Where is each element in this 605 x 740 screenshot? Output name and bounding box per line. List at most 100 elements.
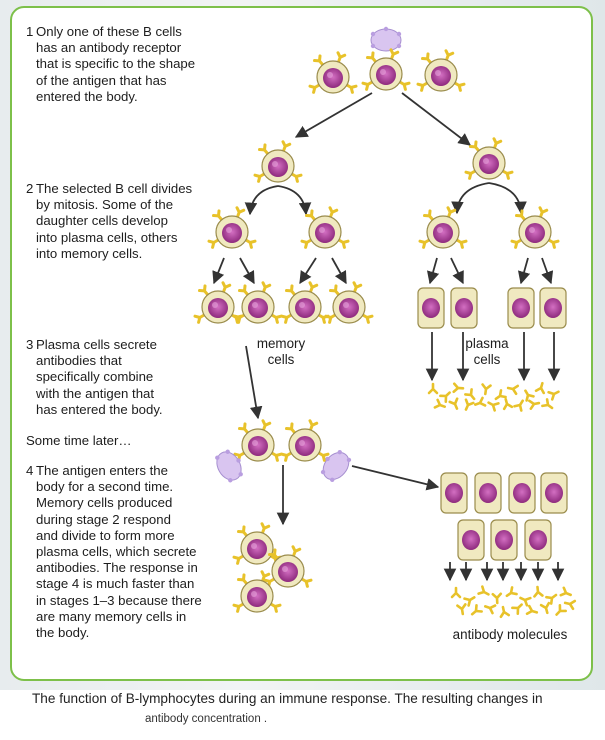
arrow bbox=[245, 345, 263, 420]
memory-cell bbox=[233, 281, 283, 324]
antibody-molecule-icon bbox=[439, 391, 451, 403]
antibody-molecule-icon bbox=[448, 397, 459, 410]
antibody-molecule-icon bbox=[541, 398, 554, 410]
arrow bbox=[517, 257, 531, 285]
step-3-text: 3 Plasma cells secrete antibodies that s… bbox=[26, 337, 226, 418]
antibody-molecule-icon bbox=[464, 398, 475, 411]
antibody-molecule-icon bbox=[511, 603, 523, 615]
b-cell bbox=[416, 49, 466, 92]
antibody-molecule-icon bbox=[534, 381, 546, 395]
antibody-molecule-icon bbox=[487, 401, 500, 412]
arrow bbox=[239, 257, 255, 285]
antibody-molecule-icon bbox=[513, 399, 524, 412]
antibody-molecule-icon bbox=[555, 604, 567, 616]
antigen-icon bbox=[370, 26, 402, 52]
step-4-text: 4 The antigen enters the body for a seco… bbox=[26, 463, 226, 641]
arrow bbox=[401, 92, 472, 146]
antibodies-layer bbox=[427, 381, 577, 619]
antibody-molecule-icon bbox=[470, 604, 483, 616]
memory-cell bbox=[280, 419, 330, 462]
b-cell bbox=[300, 206, 350, 249]
antibody-molecule-icon bbox=[547, 390, 560, 401]
plasma-cell bbox=[440, 472, 468, 514]
plasma-cell bbox=[540, 472, 568, 514]
arrow bbox=[294, 92, 373, 138]
figure-caption-continued: antibody concentration . bbox=[145, 713, 268, 725]
antibody-molecule-icon bbox=[473, 396, 487, 407]
b-cell bbox=[253, 140, 303, 183]
arrow bbox=[450, 257, 464, 285]
b-cell bbox=[510, 206, 560, 249]
antibody-molecule-icon bbox=[563, 599, 577, 611]
step-number: 4 bbox=[26, 463, 34, 478]
arrow bbox=[244, 185, 279, 216]
plasma-cell bbox=[508, 472, 536, 514]
step-number: 1 bbox=[26, 24, 34, 39]
figure-caption: The function of B-lymphocytes during an … bbox=[32, 691, 543, 706]
antibody-molecule-icon bbox=[481, 383, 492, 396]
arrow bbox=[351, 465, 440, 491]
antibody-molecule-icon bbox=[545, 593, 558, 605]
b-cell bbox=[464, 137, 514, 180]
step-description: Plasma cells secrete antibodies that spe… bbox=[36, 337, 163, 417]
antibody-molecule-icon bbox=[519, 596, 532, 607]
antibody-molecule-icon bbox=[502, 397, 514, 411]
step-2-text: 2 The selected B cell divides by mitosis… bbox=[26, 181, 226, 262]
antibody-molecule-icon bbox=[528, 399, 541, 410]
step-description: Only one of these B cells has an antibod… bbox=[36, 24, 196, 104]
step-1-text: 1 Only one of these B cells has an antib… bbox=[26, 24, 226, 105]
memory-cell bbox=[232, 570, 282, 613]
antibody-molecule-icon bbox=[491, 592, 503, 605]
step-number: 3 bbox=[26, 337, 34, 352]
plasma-cell bbox=[539, 287, 567, 329]
plasma-cells-label: plasma cells bbox=[465, 336, 509, 367]
memory-cells-label: memory cells bbox=[256, 336, 306, 367]
some-time-later-text: Some time later… bbox=[26, 433, 132, 448]
antibody-molecule-icon bbox=[525, 604, 539, 616]
b-cell bbox=[418, 206, 468, 249]
arrow bbox=[277, 185, 312, 216]
antibody-molecule-icon bbox=[456, 603, 467, 616]
memory-cell bbox=[232, 522, 282, 565]
antibody-molecule-icon bbox=[559, 586, 572, 597]
antibody-molecule-icon bbox=[539, 601, 551, 615]
antibody-molecules-label: antibody molecules bbox=[452, 627, 568, 642]
antibody-molecule-icon bbox=[477, 585, 490, 596]
step-number: 2 bbox=[26, 181, 34, 196]
cells-layer bbox=[193, 26, 568, 613]
memory-cell bbox=[263, 545, 313, 588]
antigen-icon bbox=[320, 449, 352, 483]
step-description: The antigen enters the body for a second… bbox=[36, 463, 202, 641]
antibody-molecule-icon bbox=[464, 388, 476, 401]
memory-cell bbox=[324, 281, 374, 324]
plasma-cell bbox=[474, 472, 502, 514]
step-description: The selected B cell divides by mitosis. … bbox=[36, 181, 193, 261]
antibody-molecule-icon bbox=[524, 389, 535, 402]
antigen-icon bbox=[215, 449, 243, 483]
antibody-molecule-icon bbox=[499, 605, 511, 619]
memory-cell bbox=[193, 281, 243, 324]
arrow bbox=[331, 257, 347, 285]
antibody-molecule-icon bbox=[463, 596, 476, 607]
plasma-cell bbox=[450, 287, 478, 329]
antibody-molecule-icon bbox=[494, 389, 507, 401]
plasma-cell bbox=[490, 519, 518, 561]
arrow bbox=[451, 182, 490, 215]
arrow bbox=[426, 257, 440, 285]
immune-response-diagram bbox=[193, 26, 577, 619]
b-cell bbox=[308, 51, 358, 94]
arrow bbox=[541, 257, 554, 285]
plasma-cell bbox=[457, 519, 485, 561]
arrow bbox=[212, 257, 225, 285]
arrow bbox=[299, 257, 317, 285]
antibody-molecule-icon bbox=[483, 604, 497, 615]
b-cell bbox=[207, 206, 257, 249]
plasma-cell bbox=[507, 287, 535, 329]
selected-b-cell bbox=[361, 48, 411, 91]
arrow bbox=[488, 182, 527, 215]
antibody-molecule-icon bbox=[506, 384, 520, 396]
antibody-molecule-icon bbox=[433, 398, 446, 409]
memory-cell bbox=[233, 419, 283, 462]
plasma-cell bbox=[524, 519, 552, 561]
antibody-molecule-icon bbox=[505, 586, 518, 598]
